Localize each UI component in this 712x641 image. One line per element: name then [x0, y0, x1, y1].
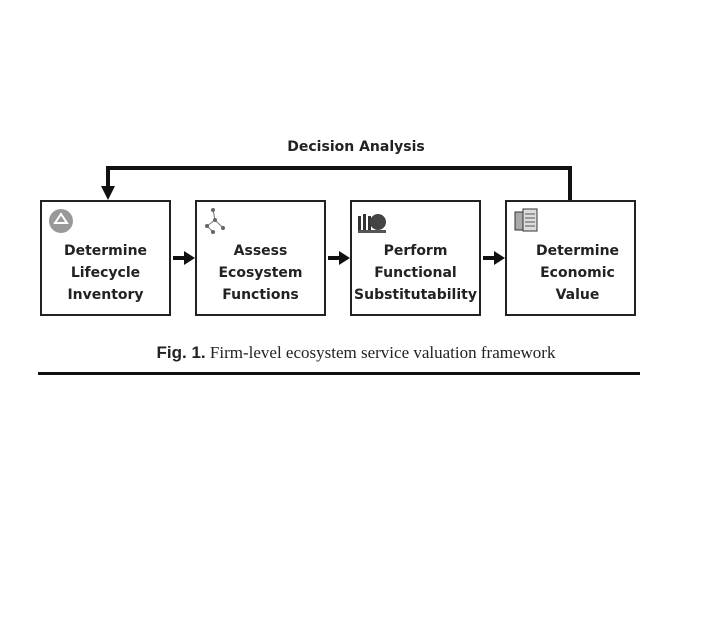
recycle-icon: [49, 209, 73, 233]
step-label: Perform Functional Substitutability: [354, 243, 477, 303]
figure-number: Fig. 1.: [156, 343, 206, 362]
figure-caption: Fig. 1. Firm-level ecosystem service val…: [0, 343, 712, 363]
figure-caption-text: Firm-level ecosystem service valuation f…: [209, 343, 556, 362]
step-ecosystem-functions: Assess Ecosystem Functions: [195, 200, 326, 316]
step-economic-value: Determine Economic Value: [505, 200, 636, 316]
step-functional-substitutability: Perform Functional Substitutability: [350, 200, 481, 316]
factory-icon: [358, 214, 386, 233]
step-label: Assess Ecosystem Functions: [218, 243, 303, 303]
decision-analysis-label: Decision Analysis: [287, 139, 425, 155]
feedback-arrowhead: [101, 186, 115, 200]
caption-rule: [38, 372, 640, 375]
step-label: Determine Economic Value: [535, 243, 620, 303]
ledger-icon: [514, 208, 538, 232]
arrowhead-3-4: [494, 251, 505, 265]
arrowhead-2-3: [339, 251, 350, 265]
step-label: Determine Lifecycle Inventory: [63, 243, 148, 303]
arrowhead-1-2: [184, 251, 195, 265]
step-lifecycle-inventory: Determine Lifecycle Inventory: [40, 200, 171, 316]
network-icon: [205, 208, 225, 234]
feedback-arrow-line: [106, 166, 572, 201]
